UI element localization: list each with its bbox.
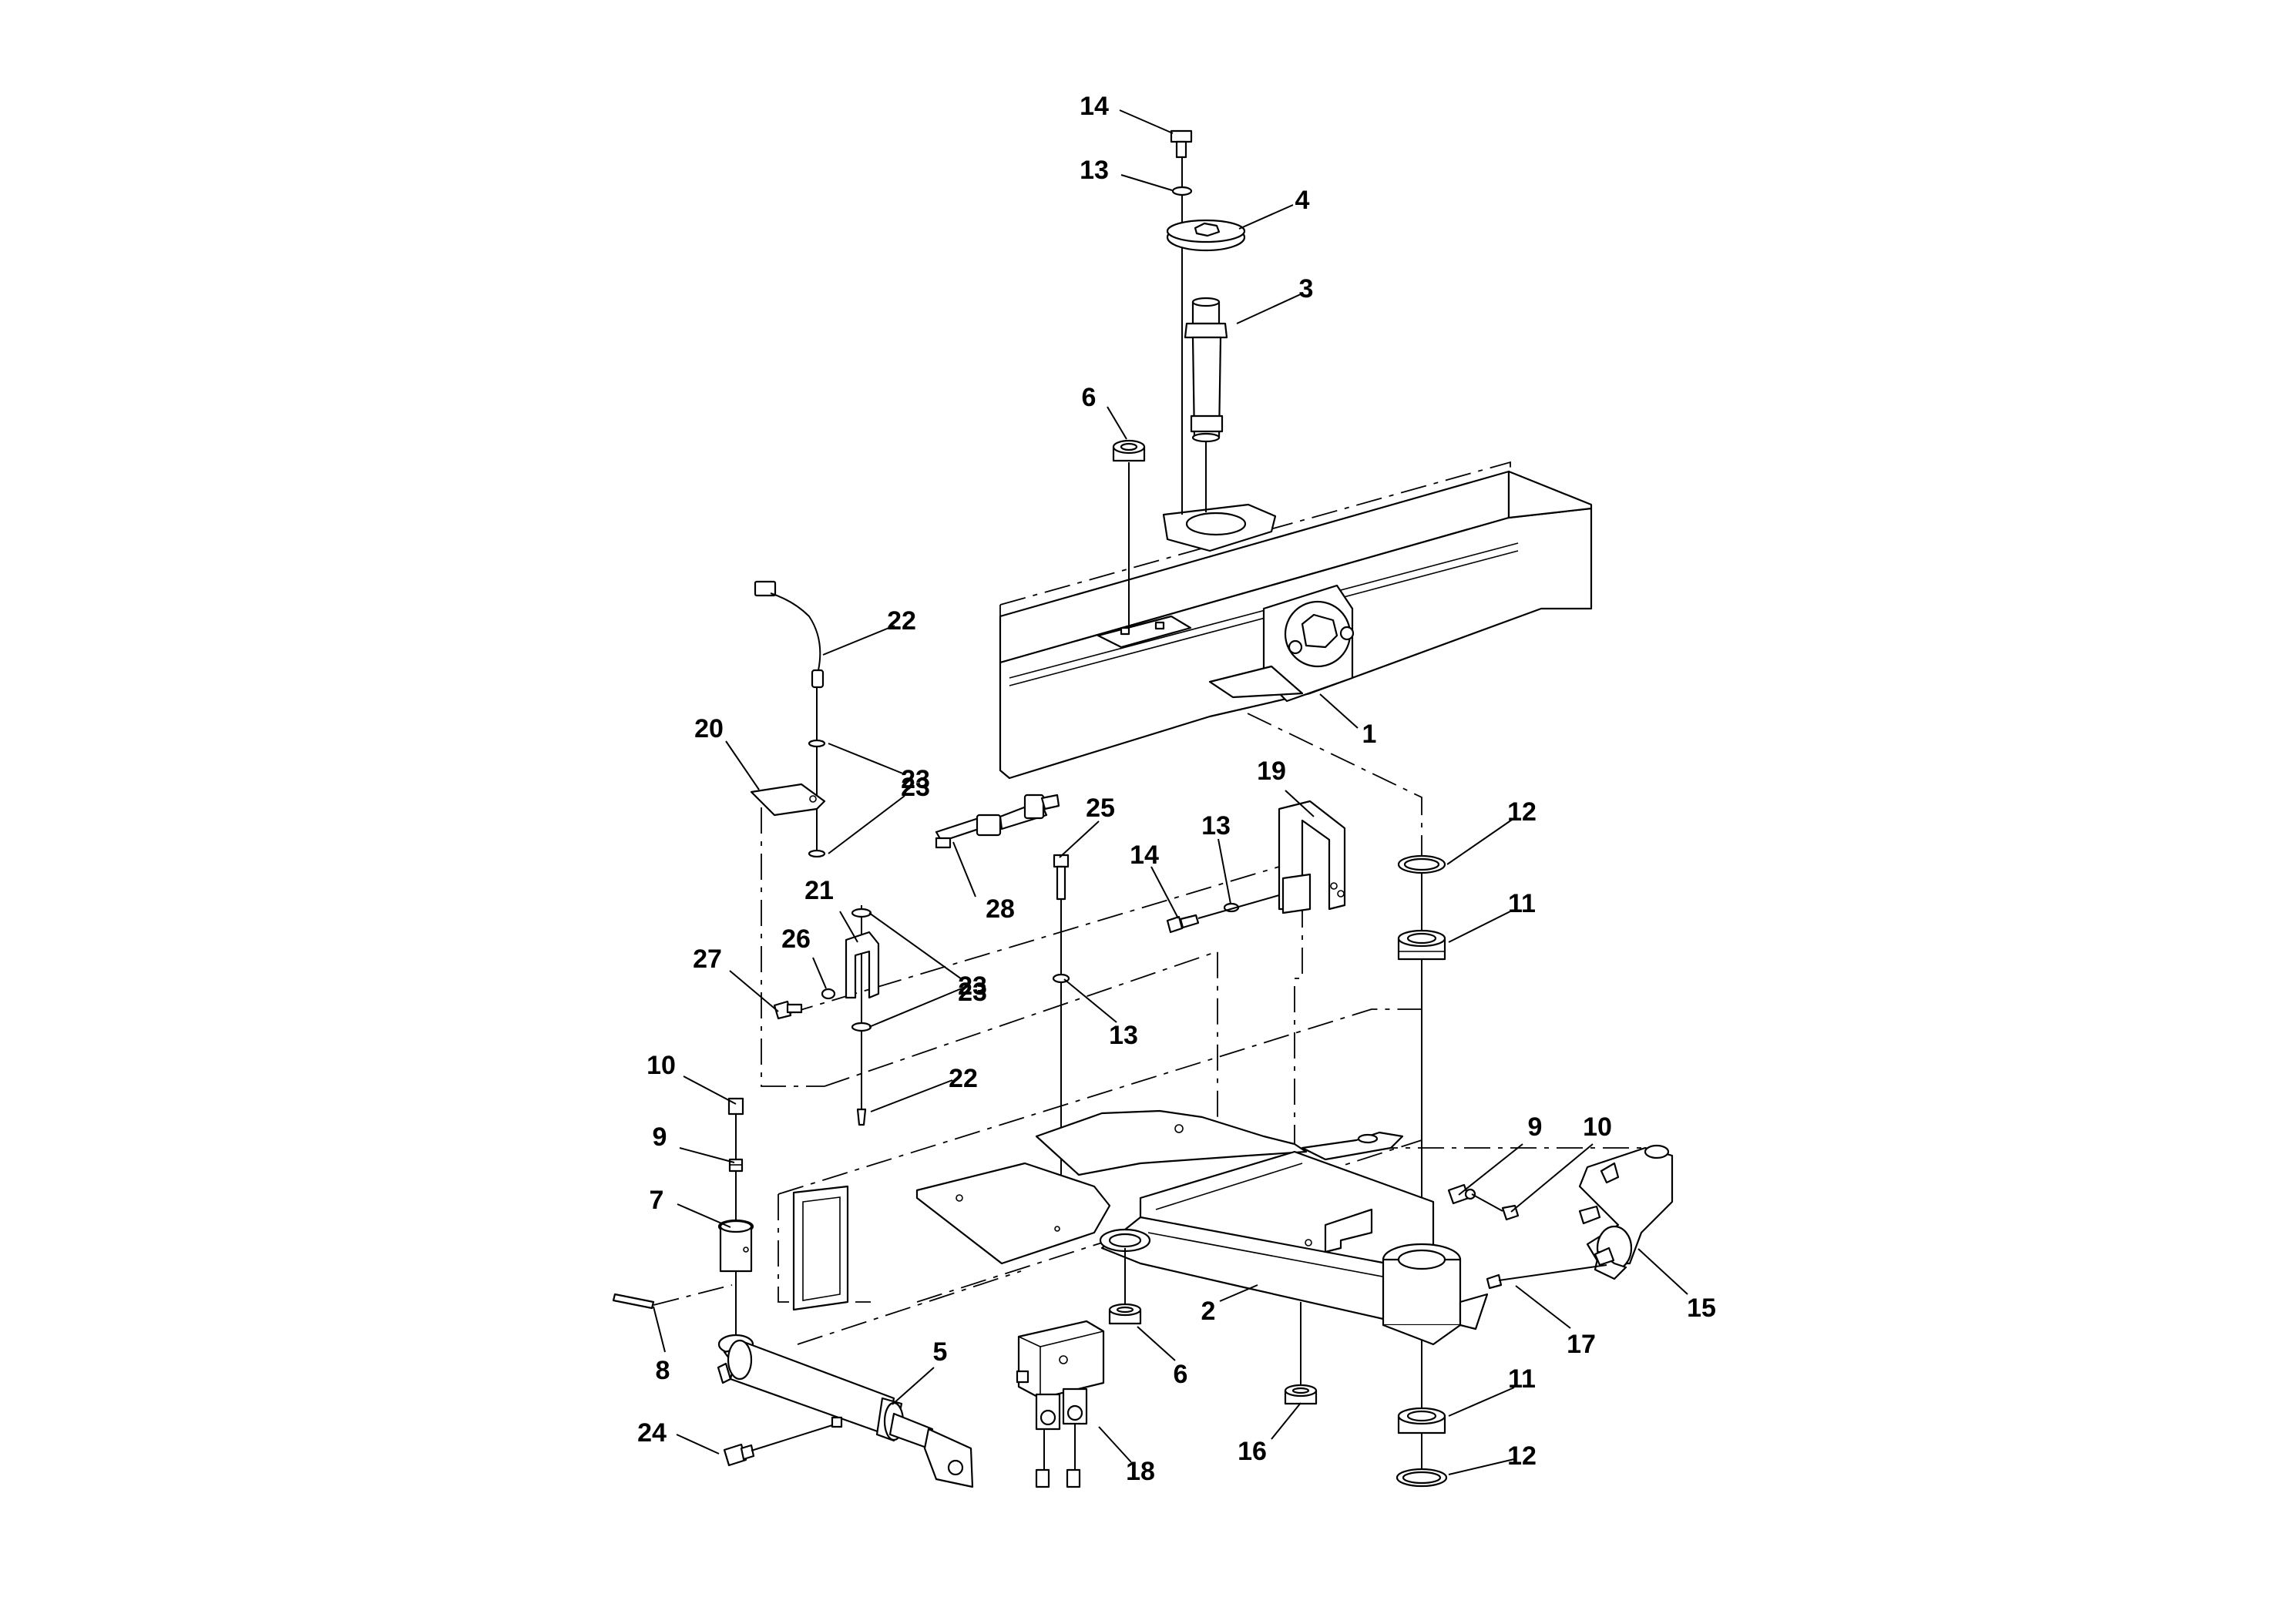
cylinder-15 bbox=[1447, 1144, 1674, 1290]
callout-number: 20 bbox=[694, 714, 724, 743]
kingpin-assembly bbox=[1112, 129, 1246, 632]
callout-leader bbox=[1238, 204, 1294, 230]
callout-number: 21 bbox=[804, 876, 834, 905]
callout-number: 11 bbox=[1508, 889, 1536, 918]
callout-number: 22 bbox=[887, 606, 916, 636]
callout-leader bbox=[1448, 1387, 1515, 1417]
callout-leader bbox=[870, 1079, 953, 1112]
callout-number: 25 bbox=[1086, 794, 1115, 823]
callout-leader bbox=[1119, 109, 1174, 134]
callout-number: 18 bbox=[1126, 1457, 1155, 1486]
callout-leader bbox=[1637, 1248, 1688, 1295]
callout-leader bbox=[1458, 1143, 1523, 1196]
callout-number: 15 bbox=[1687, 1293, 1716, 1323]
callout-leader bbox=[1098, 1426, 1132, 1463]
bracket-19 bbox=[1278, 800, 1346, 914]
callout-number: 12 bbox=[1507, 797, 1537, 827]
callout-leader bbox=[1319, 693, 1359, 729]
callout-number: 23 bbox=[958, 971, 987, 1001]
callout-number: 6 bbox=[1082, 383, 1097, 412]
callout-leader bbox=[839, 911, 858, 943]
callout-leader bbox=[676, 1434, 720, 1455]
callout-number: 6 bbox=[1174, 1360, 1188, 1389]
callout-leader bbox=[1059, 820, 1100, 858]
right-pivot-parts bbox=[1396, 854, 1448, 1488]
callout-number: 13 bbox=[1080, 156, 1109, 185]
callout-number: 17 bbox=[1567, 1330, 1596, 1359]
callout-number: 3 bbox=[1299, 274, 1314, 304]
callout-number: 24 bbox=[637, 1418, 667, 1448]
callout-leader bbox=[828, 795, 905, 854]
callout-leader bbox=[868, 988, 962, 1028]
callout-leader bbox=[1219, 1284, 1258, 1302]
callout-labels: 1413436221202323191225281413112126272323… bbox=[637, 92, 1716, 1486]
callout-leader bbox=[1063, 978, 1117, 1023]
cylinder-5 bbox=[717, 1334, 974, 1488]
callout-number: 13 bbox=[1201, 811, 1231, 841]
callout-number: 28 bbox=[986, 894, 1015, 924]
callout-number: 14 bbox=[1130, 841, 1159, 870]
callout-number: 12 bbox=[1507, 1441, 1537, 1471]
axle-beam bbox=[999, 470, 1593, 780]
callout-leader bbox=[1120, 174, 1173, 191]
callout-number: 9 bbox=[1528, 1112, 1543, 1142]
callout-number: 14 bbox=[1080, 92, 1109, 121]
callout-leader bbox=[1448, 1458, 1515, 1475]
callout-number: 16 bbox=[1238, 1437, 1267, 1466]
callout-leader bbox=[1515, 1285, 1571, 1329]
left-pin-stack bbox=[612, 1097, 754, 1340]
callout-leader bbox=[1271, 1402, 1302, 1440]
callout-number: 22 bbox=[949, 1064, 978, 1093]
valve-18 bbox=[1016, 1320, 1105, 1488]
callout-number: 7 bbox=[650, 1186, 664, 1215]
callout-number: 27 bbox=[693, 945, 722, 974]
callout-leader bbox=[892, 1367, 935, 1405]
callout-leader bbox=[828, 743, 905, 775]
callout-number: 23 bbox=[901, 765, 930, 794]
callout-leader bbox=[729, 970, 779, 1012]
callout-number: 9 bbox=[653, 1122, 667, 1152]
callout-leader bbox=[1236, 293, 1303, 324]
callout-leader bbox=[683, 1075, 737, 1105]
callout-leader bbox=[1218, 838, 1231, 904]
callout-number: 11 bbox=[1508, 1364, 1536, 1394]
callout-leader bbox=[1150, 866, 1179, 919]
lower-frame bbox=[792, 1109, 1489, 1346]
fitting-28 bbox=[935, 794, 1060, 849]
callout-leader bbox=[725, 740, 760, 790]
callout-number: 13 bbox=[1109, 1021, 1138, 1050]
callout-number: 8 bbox=[656, 1356, 670, 1385]
callout-leader bbox=[677, 1203, 731, 1228]
callout-number: 5 bbox=[933, 1337, 948, 1367]
callout-number: 23 bbox=[958, 978, 987, 1007]
callout-number: 10 bbox=[1583, 1112, 1612, 1142]
callout-leader bbox=[952, 841, 976, 898]
callout-number: 26 bbox=[781, 924, 811, 954]
callout-number: 23 bbox=[901, 773, 930, 802]
callout-number: 1 bbox=[1362, 720, 1377, 749]
callout-number: 4 bbox=[1295, 186, 1310, 215]
callout-leader bbox=[653, 1306, 666, 1353]
callout-leader bbox=[1107, 406, 1127, 440]
callout-number: 19 bbox=[1257, 757, 1286, 786]
callout-leader bbox=[1446, 817, 1515, 865]
callout-leader bbox=[822, 625, 895, 656]
callout-leader bbox=[1448, 909, 1514, 943]
lower-bushings bbox=[1108, 1248, 1318, 1405]
sensor-harness bbox=[750, 580, 826, 858]
callout-leader bbox=[868, 912, 962, 980]
callout-leader bbox=[1137, 1326, 1176, 1361]
callout-leader bbox=[812, 957, 827, 989]
callout-number: 2 bbox=[1201, 1297, 1216, 1326]
callout-leader bbox=[1510, 1143, 1594, 1213]
callout-leader bbox=[679, 1147, 735, 1163]
anchor-21 bbox=[773, 905, 880, 1126]
callout-leader bbox=[1285, 790, 1315, 817]
callout-number: 10 bbox=[647, 1051, 676, 1080]
